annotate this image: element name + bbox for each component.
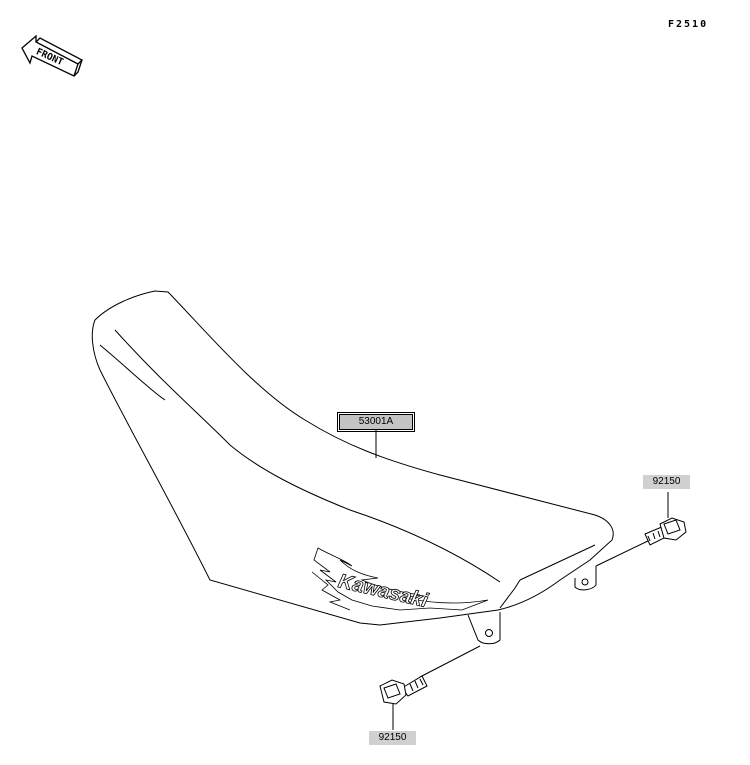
seat: [91, 290, 614, 645]
part-label-seat[interactable]: 53001A: [337, 412, 415, 432]
figure-code: F2510: [668, 19, 709, 30]
front-arrow-icon: FRONT: [21, 34, 84, 77]
bolt-bottom: [379, 645, 481, 730]
part-label-bolt-right[interactable]: 92150: [643, 475, 690, 489]
bolt-right: [595, 492, 687, 567]
part-label-bolt-bottom[interactable]: 92150: [369, 731, 416, 745]
